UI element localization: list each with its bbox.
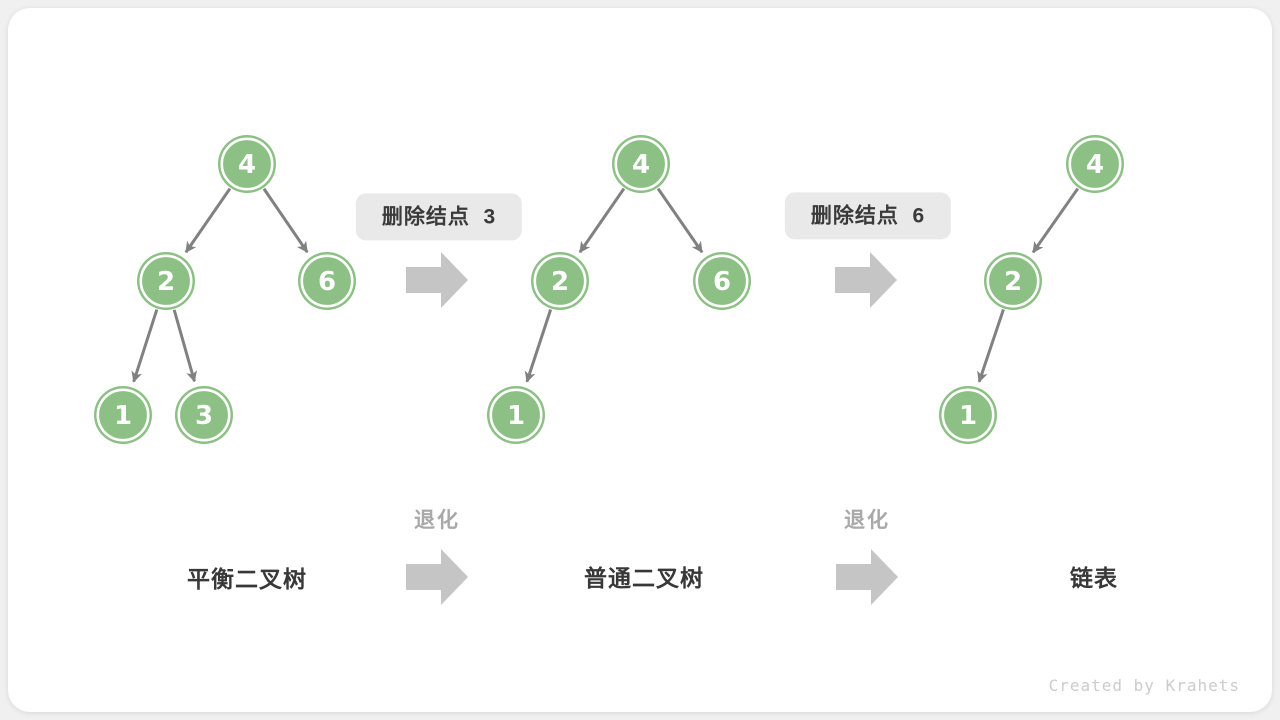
- label-balanced-binary-tree: 平衡二叉树: [187, 566, 307, 592]
- tree-edge-arrow: [184, 187, 232, 254]
- node-value: 1: [507, 401, 525, 431]
- tree-node-6: 6: [298, 252, 356, 310]
- tree-edge-arrow: [172, 309, 198, 383]
- node-value: 2: [551, 267, 569, 297]
- node-value: 1: [114, 401, 132, 431]
- tree-edge-arrow: [131, 309, 159, 383]
- tree-node-3: 3: [175, 386, 233, 444]
- tree-edge-arrow: [524, 309, 553, 383]
- watermark-credit: Created by Krahets: [1048, 676, 1240, 695]
- tree-balanced-binary-tree: 4 2 6 1 3: [94, 135, 356, 444]
- node-value: 1: [959, 401, 977, 431]
- tree-edge-arrow: [578, 187, 626, 254]
- tree-node-1: 1: [94, 386, 152, 444]
- node-value: 3: [195, 401, 213, 431]
- figure-card: [8, 8, 1272, 712]
- tree-node-2: 2: [984, 252, 1042, 310]
- tree-ordinary-binary-tree: 4 2 6 1: [487, 135, 751, 444]
- node-value: 2: [1004, 267, 1022, 297]
- degrade-label-right: 退化: [844, 509, 890, 532]
- block-arrow-icon: [406, 252, 468, 308]
- tree-node-4: 4: [218, 135, 276, 193]
- tree-node-4: 4: [612, 135, 670, 193]
- tree-edge-arrow: [977, 308, 1005, 383]
- node-value: 6: [318, 267, 336, 297]
- tree-linked-list: 4 2 1: [939, 135, 1124, 444]
- tree-edge-arrow: [1031, 187, 1080, 254]
- tree-node-6: 6: [693, 252, 751, 310]
- degrade-label-left: 退化: [414, 509, 460, 532]
- node-value: 6: [713, 267, 731, 297]
- tree-node-1: 1: [939, 386, 997, 444]
- node-value: 4: [632, 150, 650, 180]
- label-linked-list: 链表: [1070, 565, 1118, 591]
- node-value: 4: [1086, 150, 1104, 180]
- tree-edge-arrow: [656, 187, 704, 254]
- node-value: 4: [238, 150, 256, 180]
- block-arrow-icon: [836, 549, 898, 605]
- badge-delete-node-6: 删除结点 6: [784, 192, 952, 240]
- tree-node-1: 1: [487, 386, 545, 444]
- block-arrow-icon: [835, 252, 897, 308]
- block-arrow-icon: [406, 549, 468, 605]
- tree-edge-arrow: [262, 187, 309, 253]
- tree-node-4: 4: [1066, 135, 1124, 193]
- badge-delete-node-3: 删除结点 3: [355, 193, 523, 241]
- tree-node-2: 2: [531, 252, 589, 310]
- node-value: 2: [157, 267, 175, 297]
- tree-node-2: 2: [137, 252, 195, 310]
- label-ordinary-binary-tree: 普通二叉树: [584, 565, 704, 591]
